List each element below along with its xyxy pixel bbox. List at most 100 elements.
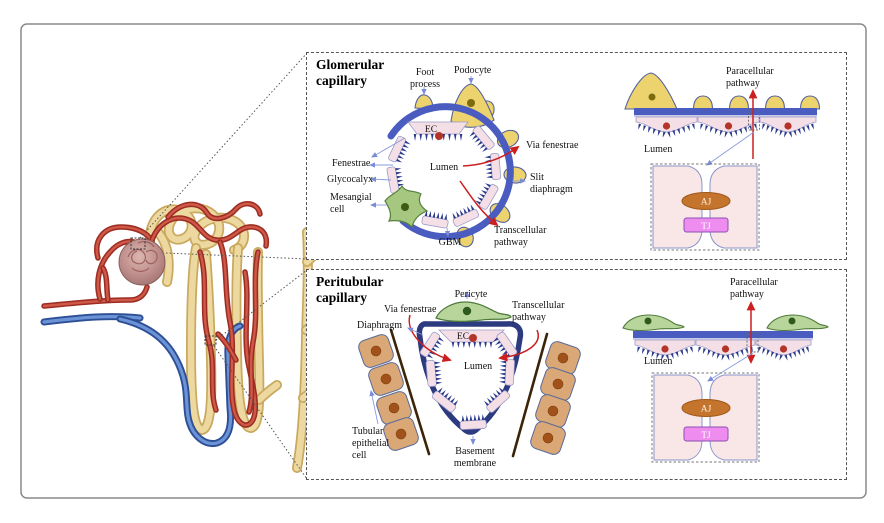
- podocyte-label: Podocyte: [454, 65, 492, 76]
- flat-barrier-view: AJ TJ: [622, 301, 829, 463]
- epithelial-nucleus: [370, 345, 382, 357]
- glycocalyx-label: Glycocalyx: [327, 174, 374, 185]
- transcellular-pathway-label: Transcellular pathway: [512, 300, 565, 323]
- glycocalyx-spike: [395, 168, 402, 171]
- epithelial-nucleus: [388, 402, 400, 414]
- tight-junction: [683, 426, 729, 442]
- panel-title: Glomerular capillary: [316, 57, 384, 88]
- zoom-connector-lines: [139, 52, 308, 480]
- ec-nucleus: [724, 122, 733, 130]
- ec-flat-cell: [635, 116, 698, 138]
- glycocalyx-spike: [651, 351, 655, 358]
- glycocalyx-spike: [427, 354, 434, 359]
- glycocalyx-spike: [453, 134, 457, 141]
- ec-segment: [459, 413, 487, 430]
- glycocalyx-spike: [436, 381, 443, 385]
- ec-nucleus: [661, 345, 669, 353]
- gbm-bar: [633, 331, 813, 338]
- glycocalyx-spike: [444, 392, 449, 398]
- glycocalyx-spike: [440, 212, 443, 220]
- ec-flat-cell: [634, 339, 696, 361]
- tight-junction: [683, 217, 729, 233]
- glycocalyx-spike: [396, 158, 403, 163]
- paracellular-pathway-label: Paracellular pathway: [730, 277, 778, 300]
- vein-core: [42, 314, 142, 324]
- transcellular-arrow: [459, 180, 499, 227]
- glycocalyx-spike: [735, 351, 739, 358]
- glycocalyx-spike: [485, 171, 492, 175]
- tubule-core: [255, 381, 281, 404]
- glycocalyx-spike: [712, 351, 716, 358]
- ec-flat-cell: [755, 339, 812, 361]
- glycocalyx-spike: [499, 372, 506, 376]
- foot-process-bumps: [692, 95, 821, 110]
- ec-nucleus: [435, 132, 443, 140]
- basement-membrane-label: Basement membrane: [453, 446, 497, 469]
- aj-label: AJ: [701, 405, 712, 415]
- glycocalyx-spike: [670, 352, 674, 360]
- glycocalyx-spike: [652, 128, 656, 135]
- mesangial-cell-shape: [384, 184, 429, 229]
- glycocalyx-spike: [667, 131, 671, 138]
- lumen-flat-label: Lumen: [644, 356, 673, 367]
- glycocalyx-spike: [477, 141, 483, 146]
- glycocalyx-spike: [436, 212, 440, 219]
- glycocalyx-spike: [726, 354, 730, 361]
- glycocalyx-spike: [779, 354, 783, 361]
- glycocalyx-spike: [479, 144, 486, 149]
- artery-core: [101, 266, 110, 302]
- glycocalyx-spike: [444, 213, 447, 220]
- via-fenestrae-arrow: [462, 145, 520, 167]
- glycocalyx-spike: [438, 337, 445, 342]
- ec-segment: [469, 125, 495, 152]
- glycocalyx-spike: [447, 394, 453, 401]
- ec-segment: [474, 183, 499, 210]
- glycocalyx-spike: [482, 147, 488, 152]
- via-fenestrae-label: Via fenestrae: [384, 304, 437, 315]
- pericyte-cell: [435, 301, 512, 322]
- glycocalyx-spike: [637, 346, 641, 353]
- artery-core: [96, 240, 136, 301]
- flat-barrier-view: AJ TJ: [624, 72, 821, 251]
- glycocalyx-spike: [457, 342, 460, 348]
- tj-label: TJ: [701, 222, 711, 232]
- ec-nucleus: [721, 345, 730, 353]
- glycocalyx-spike: [656, 352, 660, 360]
- diaphragm-label: Diaphragm: [357, 320, 402, 331]
- lumen-label: Lumen: [429, 162, 459, 173]
- endothelial-segment-ring: [419, 331, 518, 430]
- gbm-bar-underlay: [633, 338, 813, 340]
- ec-segment: [388, 135, 411, 163]
- glycocalyx-spike: [647, 126, 652, 133]
- foot-process-label: Foot process: [410, 67, 440, 90]
- glycocalyx-spike: [478, 193, 485, 198]
- epithelial-cell: [368, 362, 404, 396]
- glycocalyx-spike: [452, 212, 457, 219]
- foot-process-bump: [692, 95, 714, 110]
- foot-process-bump: [764, 95, 786, 110]
- artery-core: [218, 240, 257, 427]
- glycocalyx-spike: [680, 349, 684, 356]
- glycocalyx-spike: [665, 354, 669, 361]
- glycocalyx-spike: [473, 342, 477, 348]
- tj-label: TJ: [701, 431, 711, 441]
- glycocalyx-spike: [686, 125, 690, 132]
- glycocalyx-spike: [700, 123, 704, 130]
- glycocalyx-spike: [495, 389, 501, 396]
- glycocalyx-spike: [435, 369, 442, 373]
- glycocalyx-spike: [748, 125, 752, 132]
- glycocalyx-spike: [435, 377, 443, 381]
- glycocalyx-spike: [806, 125, 810, 132]
- pericyte-cell-flat: [766, 314, 829, 331]
- glomerular-diagram: AJ TJ EC: [368, 72, 821, 251]
- glycocalyx-spike: [730, 352, 735, 360]
- glycocalyx-spike: [779, 129, 783, 137]
- glycocalyx-spike: [489, 395, 495, 401]
- fenestrae-label: Fenestrae: [332, 158, 371, 169]
- ec-label: EC: [457, 332, 469, 342]
- transcellular-arrow: [498, 329, 539, 362]
- inset-connector: [707, 352, 754, 382]
- glycocalyx-spike: [467, 342, 471, 348]
- peritubular-diagram: AJ TJ EC: [358, 290, 829, 463]
